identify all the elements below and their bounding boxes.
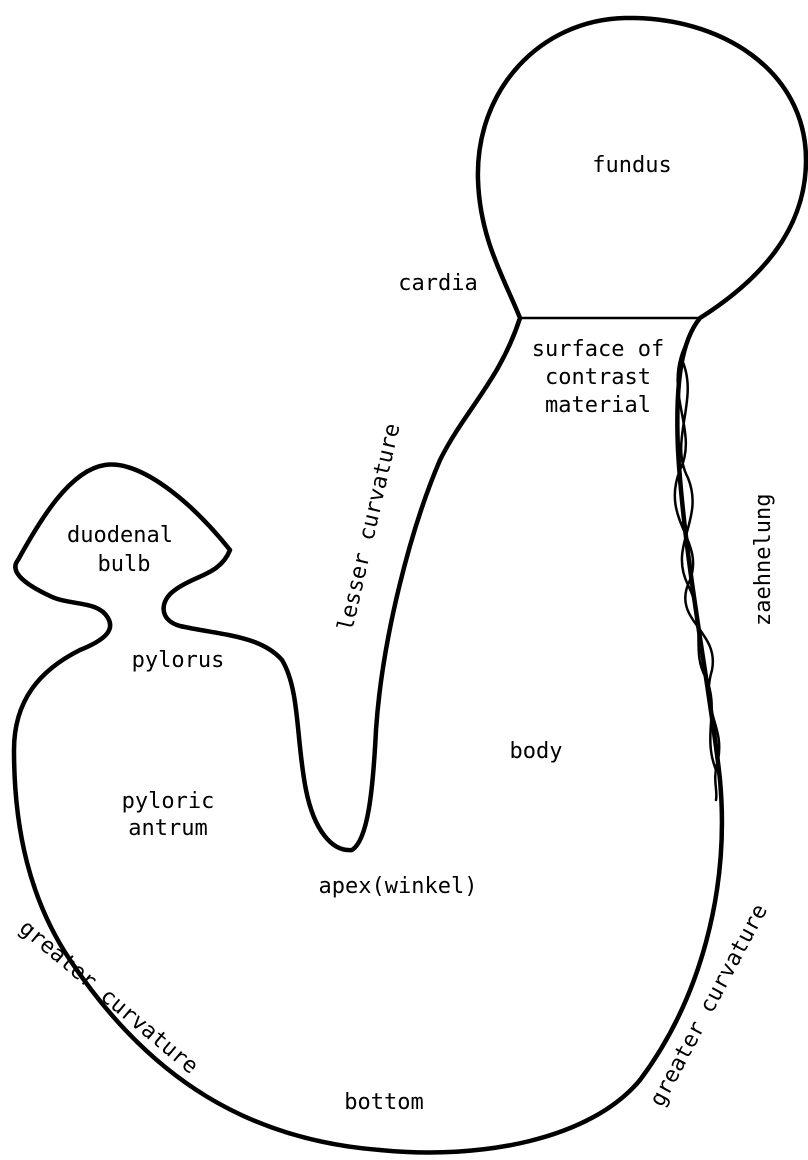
label-pyloric-line1: pyloric bbox=[122, 789, 215, 814]
label-surface-line3: material bbox=[545, 393, 651, 418]
label-body: body bbox=[510, 739, 563, 764]
label-bottom: bottom bbox=[344, 1090, 423, 1115]
label-cardia: cardia bbox=[398, 271, 477, 296]
label-apex: apex(winkel) bbox=[319, 874, 478, 899]
label-fundus: fundus bbox=[592, 153, 671, 178]
label-zaehnelung: zaehnelung bbox=[751, 494, 776, 626]
label-duodenal-line2: bulb bbox=[98, 552, 151, 577]
label-surface-line2: contrast bbox=[545, 365, 651, 390]
label-duodenal-line1: duodenal bbox=[67, 523, 173, 548]
label-surface-line1: surface of bbox=[532, 337, 664, 362]
label-pylorus: pylorus bbox=[132, 648, 225, 673]
zaehnelung-serration-back bbox=[681, 360, 716, 770]
label-pyloric-line2: antrum bbox=[128, 816, 207, 841]
label-greater-curvature-left: greater curvature bbox=[14, 915, 203, 1079]
